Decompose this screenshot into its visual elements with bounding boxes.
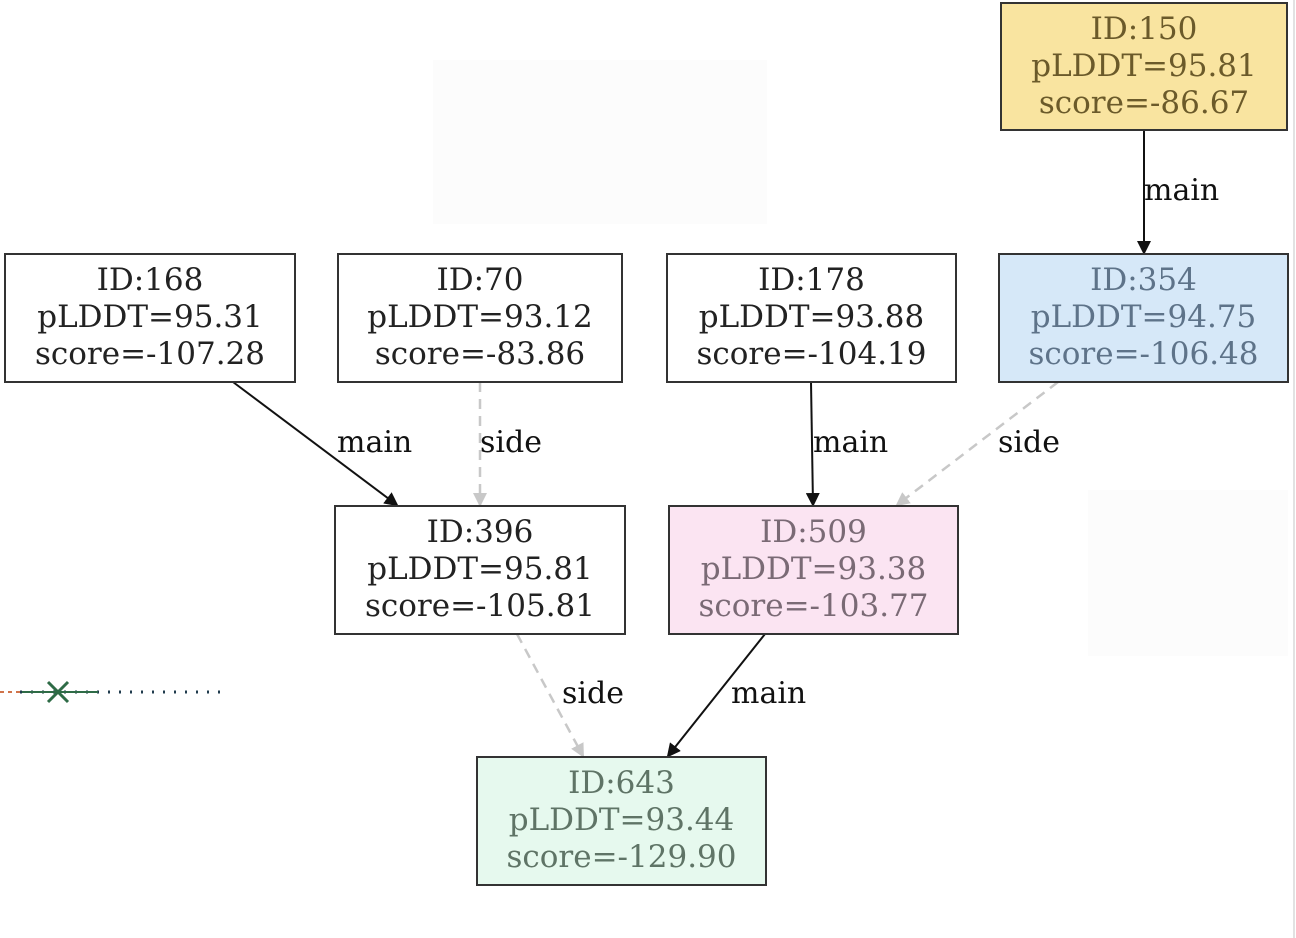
legend-fragment <box>0 680 222 704</box>
node-score-label: score=-105.81 <box>365 588 595 624</box>
node-id-label: ID:70 <box>437 262 524 298</box>
node-box <box>334 505 626 635</box>
background-panel <box>1088 490 1288 656</box>
node-box <box>4 253 296 383</box>
node-plddt-label: pLDDT=93.12 <box>367 299 593 335</box>
nodes: ID:150pLDDT=95.81score=-86.67ID:168pLDDT… <box>4 2 1289 886</box>
node-box <box>666 253 957 383</box>
edge-main: main <box>232 381 412 507</box>
edge-label: main <box>1144 173 1219 208</box>
node-score-label: score=-83.86 <box>375 336 585 372</box>
node-plddt-label: pLDDT=95.81 <box>367 551 593 587</box>
edge-line <box>232 381 399 507</box>
node-score-label: score=-104.19 <box>696 336 926 372</box>
node-box <box>476 756 767 886</box>
edge-main: main <box>805 381 888 507</box>
node-score-label: score=-129.90 <box>506 839 736 875</box>
node-plddt-label: pLDDT=93.88 <box>699 299 925 335</box>
node-score-label: score=-103.77 <box>698 588 928 624</box>
cross-marker-icon <box>46 680 70 704</box>
node-plddt-label: pLDDT=94.75 <box>1031 299 1257 335</box>
edge-side: side <box>515 633 624 758</box>
edge-line <box>666 633 766 758</box>
node-box <box>668 505 959 635</box>
node-box <box>998 253 1289 383</box>
node-score-label: score=-107.28 <box>35 336 265 372</box>
node-plddt-label: pLDDT=95.31 <box>37 299 263 335</box>
node-id-label: ID:396 <box>427 514 534 550</box>
edge-label: main <box>337 425 412 460</box>
edge-label: main <box>731 676 806 711</box>
node-score-label: score=-106.48 <box>1028 336 1258 372</box>
node-plddt-label: pLDDT=95.81 <box>1031 48 1257 84</box>
edge-main: main <box>666 633 806 758</box>
node-plddt-label: pLDDT=93.38 <box>701 551 927 587</box>
node-id-label: ID:178 <box>758 262 865 298</box>
node-id-label: ID:168 <box>97 262 204 298</box>
edge-main: main <box>1137 130 1219 255</box>
edge-side: side <box>473 382 542 507</box>
edge-line <box>515 633 585 758</box>
edges: main main side main side side main <box>232 130 1219 758</box>
edge-side: side <box>895 381 1060 507</box>
node-box <box>1000 2 1288 131</box>
background-panel <box>433 60 767 224</box>
node-score-label: score=-86.67 <box>1039 85 1249 121</box>
edge-label: side <box>998 425 1060 460</box>
node-box <box>337 253 623 383</box>
edge-label: side <box>480 425 542 460</box>
node-id-label: ID:150 <box>1091 11 1198 47</box>
edge-line <box>805 381 820 507</box>
edge-label: main <box>813 425 888 460</box>
node-id-label: ID:354 <box>1090 262 1197 298</box>
node-id-label: ID:643 <box>568 765 675 801</box>
node-plddt-label: pLDDT=93.44 <box>509 802 735 838</box>
edge-label: side <box>562 676 624 711</box>
node-id-label: ID:509 <box>760 514 867 550</box>
